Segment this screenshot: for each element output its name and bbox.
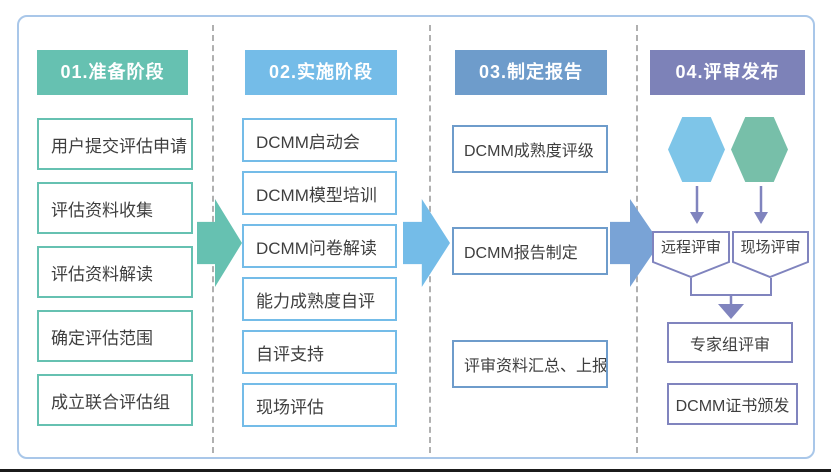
phase-4-item-2: DCMM证书颁发 — [667, 383, 798, 425]
pentagon-shape-icon — [732, 231, 809, 278]
phase-1-item-1: 用户提交评估申请 — [37, 118, 193, 170]
phase-2-item-6: 现场评估 — [242, 383, 397, 427]
phase-4-header: 04.评审发布 — [650, 50, 805, 95]
phase-3-item-2: DCMM报告制定 — [452, 227, 608, 275]
onsite-review-banner: 现场评审 — [732, 231, 809, 278]
remote-review-label: 远程评审 — [660, 239, 721, 256]
phase-2-item-2: DCMM模型培训 — [242, 171, 397, 215]
phase-2-item-1: DCMM启动会 — [242, 118, 397, 162]
phase-1-item-4: 确定评估范围 — [37, 310, 193, 362]
phase-2-item-3: DCMM问卷解读 — [242, 224, 397, 268]
phase-4-item-1: 专家组评审 — [667, 322, 793, 363]
pentagon-shape-icon — [652, 231, 730, 278]
down-arrow-icon-right — [754, 186, 768, 224]
phase-3-header: 03.制定报告 — [455, 50, 607, 95]
merge-bracket-icon — [690, 278, 772, 319]
phase-1-item-2: 评估资料收集 — [37, 182, 193, 234]
phase-1-item-3: 评估资料解读 — [37, 246, 193, 298]
bottom-rule — [0, 469, 831, 472]
phase-2-item-5: 自评支持 — [242, 330, 397, 374]
down-arrow-icon-left — [690, 186, 704, 224]
phase-2-header: 02.实施阶段 — [245, 50, 397, 95]
phase-1-header: 01.准备阶段 — [37, 50, 188, 95]
remote-review-banner: 远程评审 — [652, 231, 730, 278]
phase-3-item-3: 评审资料汇总、上报 — [452, 340, 608, 388]
phase-3-item-1: DCMM成熟度评级 — [452, 125, 608, 173]
phase-1-item-5: 成立联合评估组 — [37, 374, 193, 426]
phase-2-item-4: 能力成熟度自评 — [242, 277, 397, 321]
onsite-review-label: 现场评审 — [740, 239, 801, 256]
